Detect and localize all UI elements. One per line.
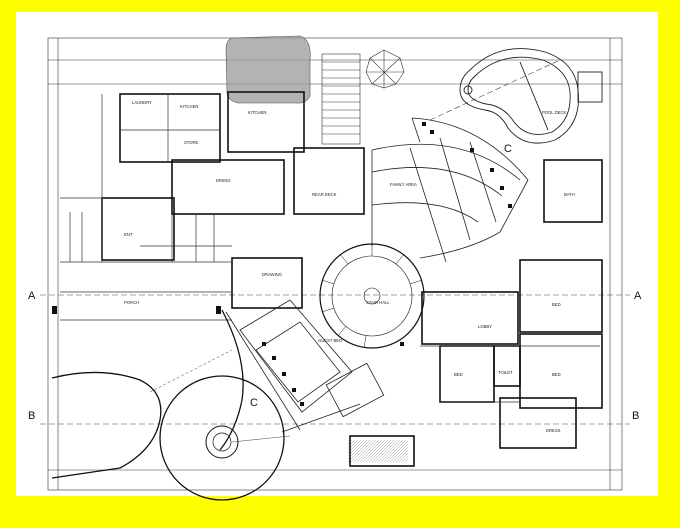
dimension-lines [47,37,623,491]
grid-marker-a-left: A [28,290,36,302]
umbrella-icon [365,49,405,89]
room-label-porch: PORCH [124,300,139,305]
room-label-bath: BATH [564,192,575,197]
room-label-dressing: DRESS [546,428,561,433]
hatch-area [348,440,408,462]
walls [101,91,603,467]
grid-marker-b-right: B [632,410,639,422]
room-label-family-area: FAMILY AREA [390,182,417,187]
radial-wing [371,117,529,263]
grid-marker-c-bottom: C [250,397,258,409]
room-label-drawing: DRAWING [262,272,282,277]
grid-marker-c-top: C [504,143,512,155]
room-label-entry: ENT [124,232,133,237]
diagonal-wing [225,299,385,433]
room-label-kitchen-small: KITCHEN [180,104,198,109]
thin-walls [60,94,600,403]
room-label-laundry: LAUNDRY [132,100,152,105]
pool [459,48,603,144]
room-label-stair-hall: STAIR HALL [366,300,390,305]
room-label-store: STORE [184,140,199,145]
room-label-toilet: TOILET [498,370,513,375]
dimension-arrow [149,349,291,443]
stair-hall [319,243,425,349]
column-fill [52,122,512,406]
room-label-pool-deck: POOL DECK [542,110,566,115]
grid-lines [40,59,630,425]
exterior-stair [321,53,361,145]
room-label-rear-deck: REAR DECK [312,192,337,197]
room-label-bed-1: BED [454,372,463,377]
lawn-circles [51,309,285,501]
room-label-dining: DINING [216,178,231,183]
grid-marker-b-left: B [28,410,35,422]
room-label-bed-2: BED [552,302,561,307]
grid-marker-a-right: A [634,290,642,302]
room-label-lobby: LOBBY [478,324,492,329]
room-label-bed-3: BED [552,372,561,377]
kitchen-highlight [225,35,311,104]
room-label-kitchen: KITCHEN [248,110,266,115]
room-label-guest-bed: GUEST BED [318,338,342,343]
